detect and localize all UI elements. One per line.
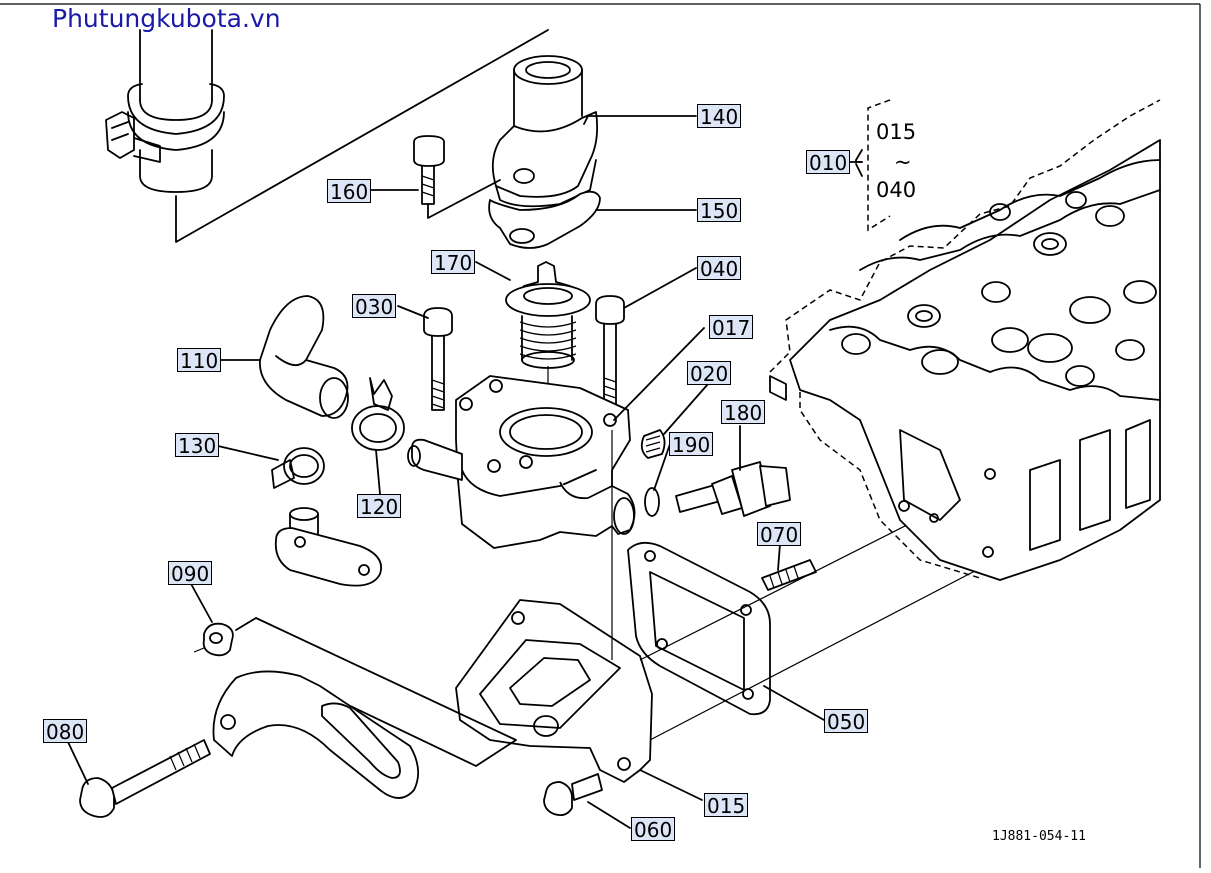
part-label-150[interactable]: 150 xyxy=(697,198,742,223)
thermostat-housing-drawing xyxy=(407,375,636,549)
nut-090-leader xyxy=(235,617,517,767)
bolt-160-leader xyxy=(427,179,501,219)
drawing-code: 1J881-054-11 xyxy=(992,829,1086,844)
plug-020-drawing xyxy=(640,429,666,459)
part-label-010[interactable]: 010 xyxy=(806,150,851,175)
o-ring-190-drawing xyxy=(644,487,660,517)
part-label-070[interactable]: 070 xyxy=(757,522,802,547)
adjust-plate-drawing xyxy=(212,670,420,799)
bolt-080-drawing xyxy=(79,739,211,818)
gasket-050-drawing xyxy=(627,541,771,716)
sensor-180-drawing xyxy=(675,461,791,517)
range-tilde: ~ xyxy=(894,150,912,174)
upper-hose-drawing xyxy=(105,29,225,193)
part-label-017[interactable]: 017 xyxy=(709,315,754,340)
hose-110-drawing xyxy=(259,295,349,419)
bolt-060-drawing xyxy=(543,773,603,817)
part-label-090[interactable]: 090 xyxy=(168,561,213,586)
gasket-drawing xyxy=(488,190,601,249)
thermostat-drawing xyxy=(505,261,591,369)
cylinder-head-drawing xyxy=(769,99,1161,581)
range-brace-tip xyxy=(855,149,863,177)
part-label-080[interactable]: 080 xyxy=(43,719,88,744)
range-brace xyxy=(867,99,891,232)
part-label-020[interactable]: 020 xyxy=(687,361,732,386)
part-label-130[interactable]: 130 xyxy=(175,433,220,458)
part-label-060[interactable]: 060 xyxy=(631,817,676,842)
part-label-040[interactable]: 040 xyxy=(697,256,742,281)
part-label-140[interactable]: 140 xyxy=(697,104,742,129)
bolt-160-drawing xyxy=(413,135,445,205)
part-label-120[interactable]: 120 xyxy=(357,494,402,519)
clamp-130-drawing xyxy=(271,447,325,489)
site-title[interactable]: Phutungkubota.vn xyxy=(52,4,281,33)
stud-070-drawing xyxy=(761,559,817,591)
leader-lines xyxy=(67,115,863,829)
hose-leader-line xyxy=(175,29,549,243)
part-label-030[interactable]: 030 xyxy=(352,294,397,319)
pipe-flange-drawing xyxy=(274,507,382,587)
bolt-040-drawing xyxy=(595,295,625,411)
bolt-030-drawing xyxy=(423,307,453,411)
nut-090-drawing xyxy=(193,622,234,657)
part-label-050[interactable]: 050 xyxy=(824,709,869,734)
range-to: 040 xyxy=(876,178,917,202)
part-label-170[interactable]: 170 xyxy=(431,250,476,275)
thermostat-cover-drawing xyxy=(491,55,599,208)
bracket-015-drawing xyxy=(455,599,653,783)
lower-center-line xyxy=(649,559,997,741)
part-label-110[interactable]: 110 xyxy=(177,348,222,373)
part-label-180[interactable]: 180 xyxy=(721,400,766,425)
range-from: 015 xyxy=(876,120,917,144)
clamp-120-drawing xyxy=(351,377,405,451)
part-label-190[interactable]: 190 xyxy=(669,432,714,457)
part-label-015[interactable]: 015 xyxy=(704,793,749,818)
part-label-160[interactable]: 160 xyxy=(327,179,372,204)
